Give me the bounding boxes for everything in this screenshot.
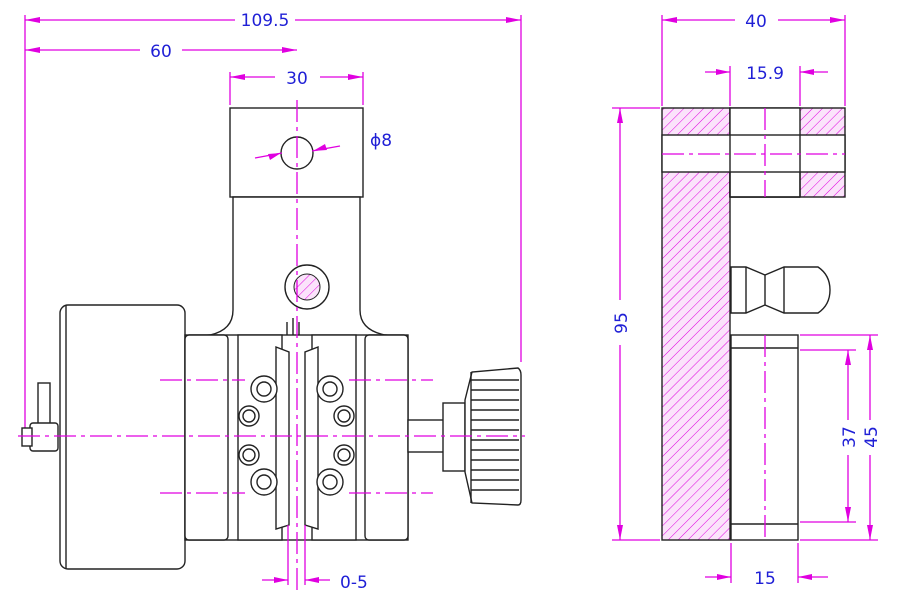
dimension-overall-width: 109.5 — [24, 11, 522, 432]
left-jaw — [275, 345, 290, 530]
dimension-hole-spacing: 15.9 — [705, 64, 828, 106]
dimension-label: 0-5 — [340, 573, 368, 593]
dimension-label: 15.9 — [746, 64, 784, 84]
motor-housing — [59, 304, 186, 570]
dimension-label: 45 — [862, 426, 882, 448]
dimension-overall-depth: 40 — [661, 12, 846, 106]
left-plate — [237, 334, 283, 541]
dimension-label: 60 — [150, 42, 172, 62]
dimension-travel: 0-5 — [262, 525, 368, 593]
dimension-label: 40 — [745, 12, 767, 32]
dimension-label: 30 — [286, 69, 308, 89]
right-jaw — [304, 345, 319, 530]
right-rail — [364, 334, 409, 541]
dimension-block-inner: 37 — [800, 349, 860, 523]
dimension-height: 95 — [612, 107, 660, 541]
left-rail — [184, 334, 229, 541]
dimension-block-depth: 15 — [705, 543, 828, 589]
hole-diameter-label: ϕ8 — [370, 131, 392, 151]
right-plate — [311, 334, 357, 541]
front-view: 109.5 60 30 — [18, 11, 525, 593]
connector — [21, 382, 59, 452]
dimension-center-offset: 60 — [25, 42, 297, 62]
pivot-pin — [293, 273, 321, 301]
screws — [238, 375, 355, 496]
dimension-block-outer: 45 — [800, 334, 882, 541]
dimension-mount-width: 30 — [229, 69, 364, 105]
column-section — [661, 107, 731, 541]
dimension-label: 15 — [754, 569, 776, 589]
dimension-label: 95 — [612, 312, 632, 334]
side-view: 40 15.9 — [612, 12, 882, 589]
dimension-label: 37 — [840, 426, 860, 448]
dimension-label: 109.5 — [241, 11, 290, 31]
side-pin — [730, 266, 831, 314]
